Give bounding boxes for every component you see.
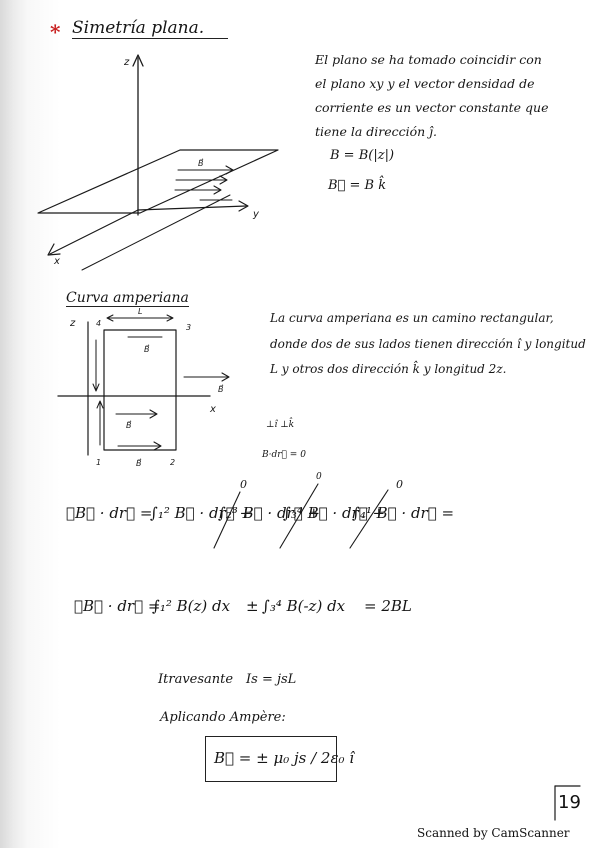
b-mid-label: B⃗ xyxy=(126,420,132,430)
amperian-rectangle xyxy=(103,329,177,451)
section2-desc-line-2: donde dos de sus lados tienen dirección … xyxy=(270,337,586,351)
corner-1-label: 1 xyxy=(96,458,101,467)
x-axis xyxy=(49,209,139,255)
b-bottom-label: B⃗ xyxy=(136,458,142,468)
corner-4-label: 4 xyxy=(96,319,101,328)
result-box xyxy=(205,736,337,782)
z-axis-label: z xyxy=(123,57,130,68)
scanner-watermark: Scanned by CamScanner xyxy=(417,826,570,840)
section2-desc-line-1: La curva amperiana es un camino rectangu… xyxy=(270,311,554,325)
applying-ampere-label: Aplicando Ampère: xyxy=(160,710,286,725)
result-equation: B⃗ = ± μ₀ js / 2ε₀ î xyxy=(214,749,355,767)
page-number: 19 xyxy=(558,792,581,813)
x-axis-label: x xyxy=(53,256,60,267)
integral1-zero-2: 0 xyxy=(396,478,403,491)
integral2-pm: ± xyxy=(246,597,259,615)
field-vector-label: B⃗ xyxy=(198,158,204,168)
integral1-lhs: ∮B⃗ · dr⃗ = xyxy=(66,504,153,522)
plane-outline xyxy=(37,149,279,214)
x-axis-arrowhead xyxy=(47,243,61,256)
corner-3-label: 3 xyxy=(186,323,191,332)
perpendicular-note: B·dr⃗ = 0 xyxy=(262,450,306,460)
y-axis-arrowhead xyxy=(238,200,249,212)
integral1-term-3: ∫₃⁴ B⃗ · dr⃗ + xyxy=(283,504,386,522)
loop-z-label: z xyxy=(69,318,76,329)
integral2-lhs: ∮B⃗ · dr⃗ = xyxy=(74,597,161,615)
integral2-term-1: ∫₁² B(z) dx xyxy=(152,597,231,615)
section1-desc-line-2: el plano xy y el vector densidad de xyxy=(315,76,535,91)
y-axis-label: y xyxy=(252,209,260,220)
integral1-zero-1: 0 xyxy=(240,478,247,491)
integral1-zero-small: 0 xyxy=(316,472,322,482)
y-axis xyxy=(137,205,247,211)
star-bullet: * xyxy=(50,20,61,44)
integral2-term-2: ∫₃⁴ B(-z) dx xyxy=(262,597,346,615)
section1-title: Simetría plana. xyxy=(72,18,229,39)
corner-2-label: 2 xyxy=(170,458,175,467)
integral1-term-4: ∫₄¹ B⃗ · dr⃗ = xyxy=(352,504,455,522)
section2-title: Curva amperiana xyxy=(66,290,189,307)
cancel-stroke-term-2 xyxy=(213,491,241,549)
z-axis-arrowhead xyxy=(132,54,144,67)
perpendicular-note-top: ⊥î ⊥k̂ xyxy=(266,420,295,430)
loop-x-label: x xyxy=(209,404,216,415)
section1-eq-magnitude: B = B(|z|) xyxy=(330,148,395,163)
loop-l-label: L xyxy=(138,307,142,316)
section1-desc-line-1: El plano se ha tomado coincidir con xyxy=(315,52,542,67)
integral1-term-2: ∫₂³ B⃗ · dr⃗ + xyxy=(218,504,321,522)
section1-desc-line-4: tiene la dirección ĵ. xyxy=(315,124,438,139)
section1-eq-vector: B⃗ = B k̂ xyxy=(328,178,387,193)
current-label: Itravesante xyxy=(158,672,234,687)
b-top-label: B⃗ xyxy=(144,344,150,354)
section2-desc-line-3: L y otros dos dirección k̂ y longitud 2z… xyxy=(270,362,507,376)
plane-edge-line xyxy=(81,194,231,271)
section1-desc-line-3: corriente es un vector constante que xyxy=(315,100,549,115)
integral2-rhs: = 2BL xyxy=(364,597,412,615)
cancel-stroke-term-4 xyxy=(349,489,389,549)
cancel-stroke-term-3 xyxy=(279,483,319,549)
b-right-label: B⃗ xyxy=(218,384,224,394)
integral1-term-1: ∫₁² B⃗ · dr⃗ + xyxy=(150,504,253,522)
current-equation: Is = jsL xyxy=(246,672,297,687)
